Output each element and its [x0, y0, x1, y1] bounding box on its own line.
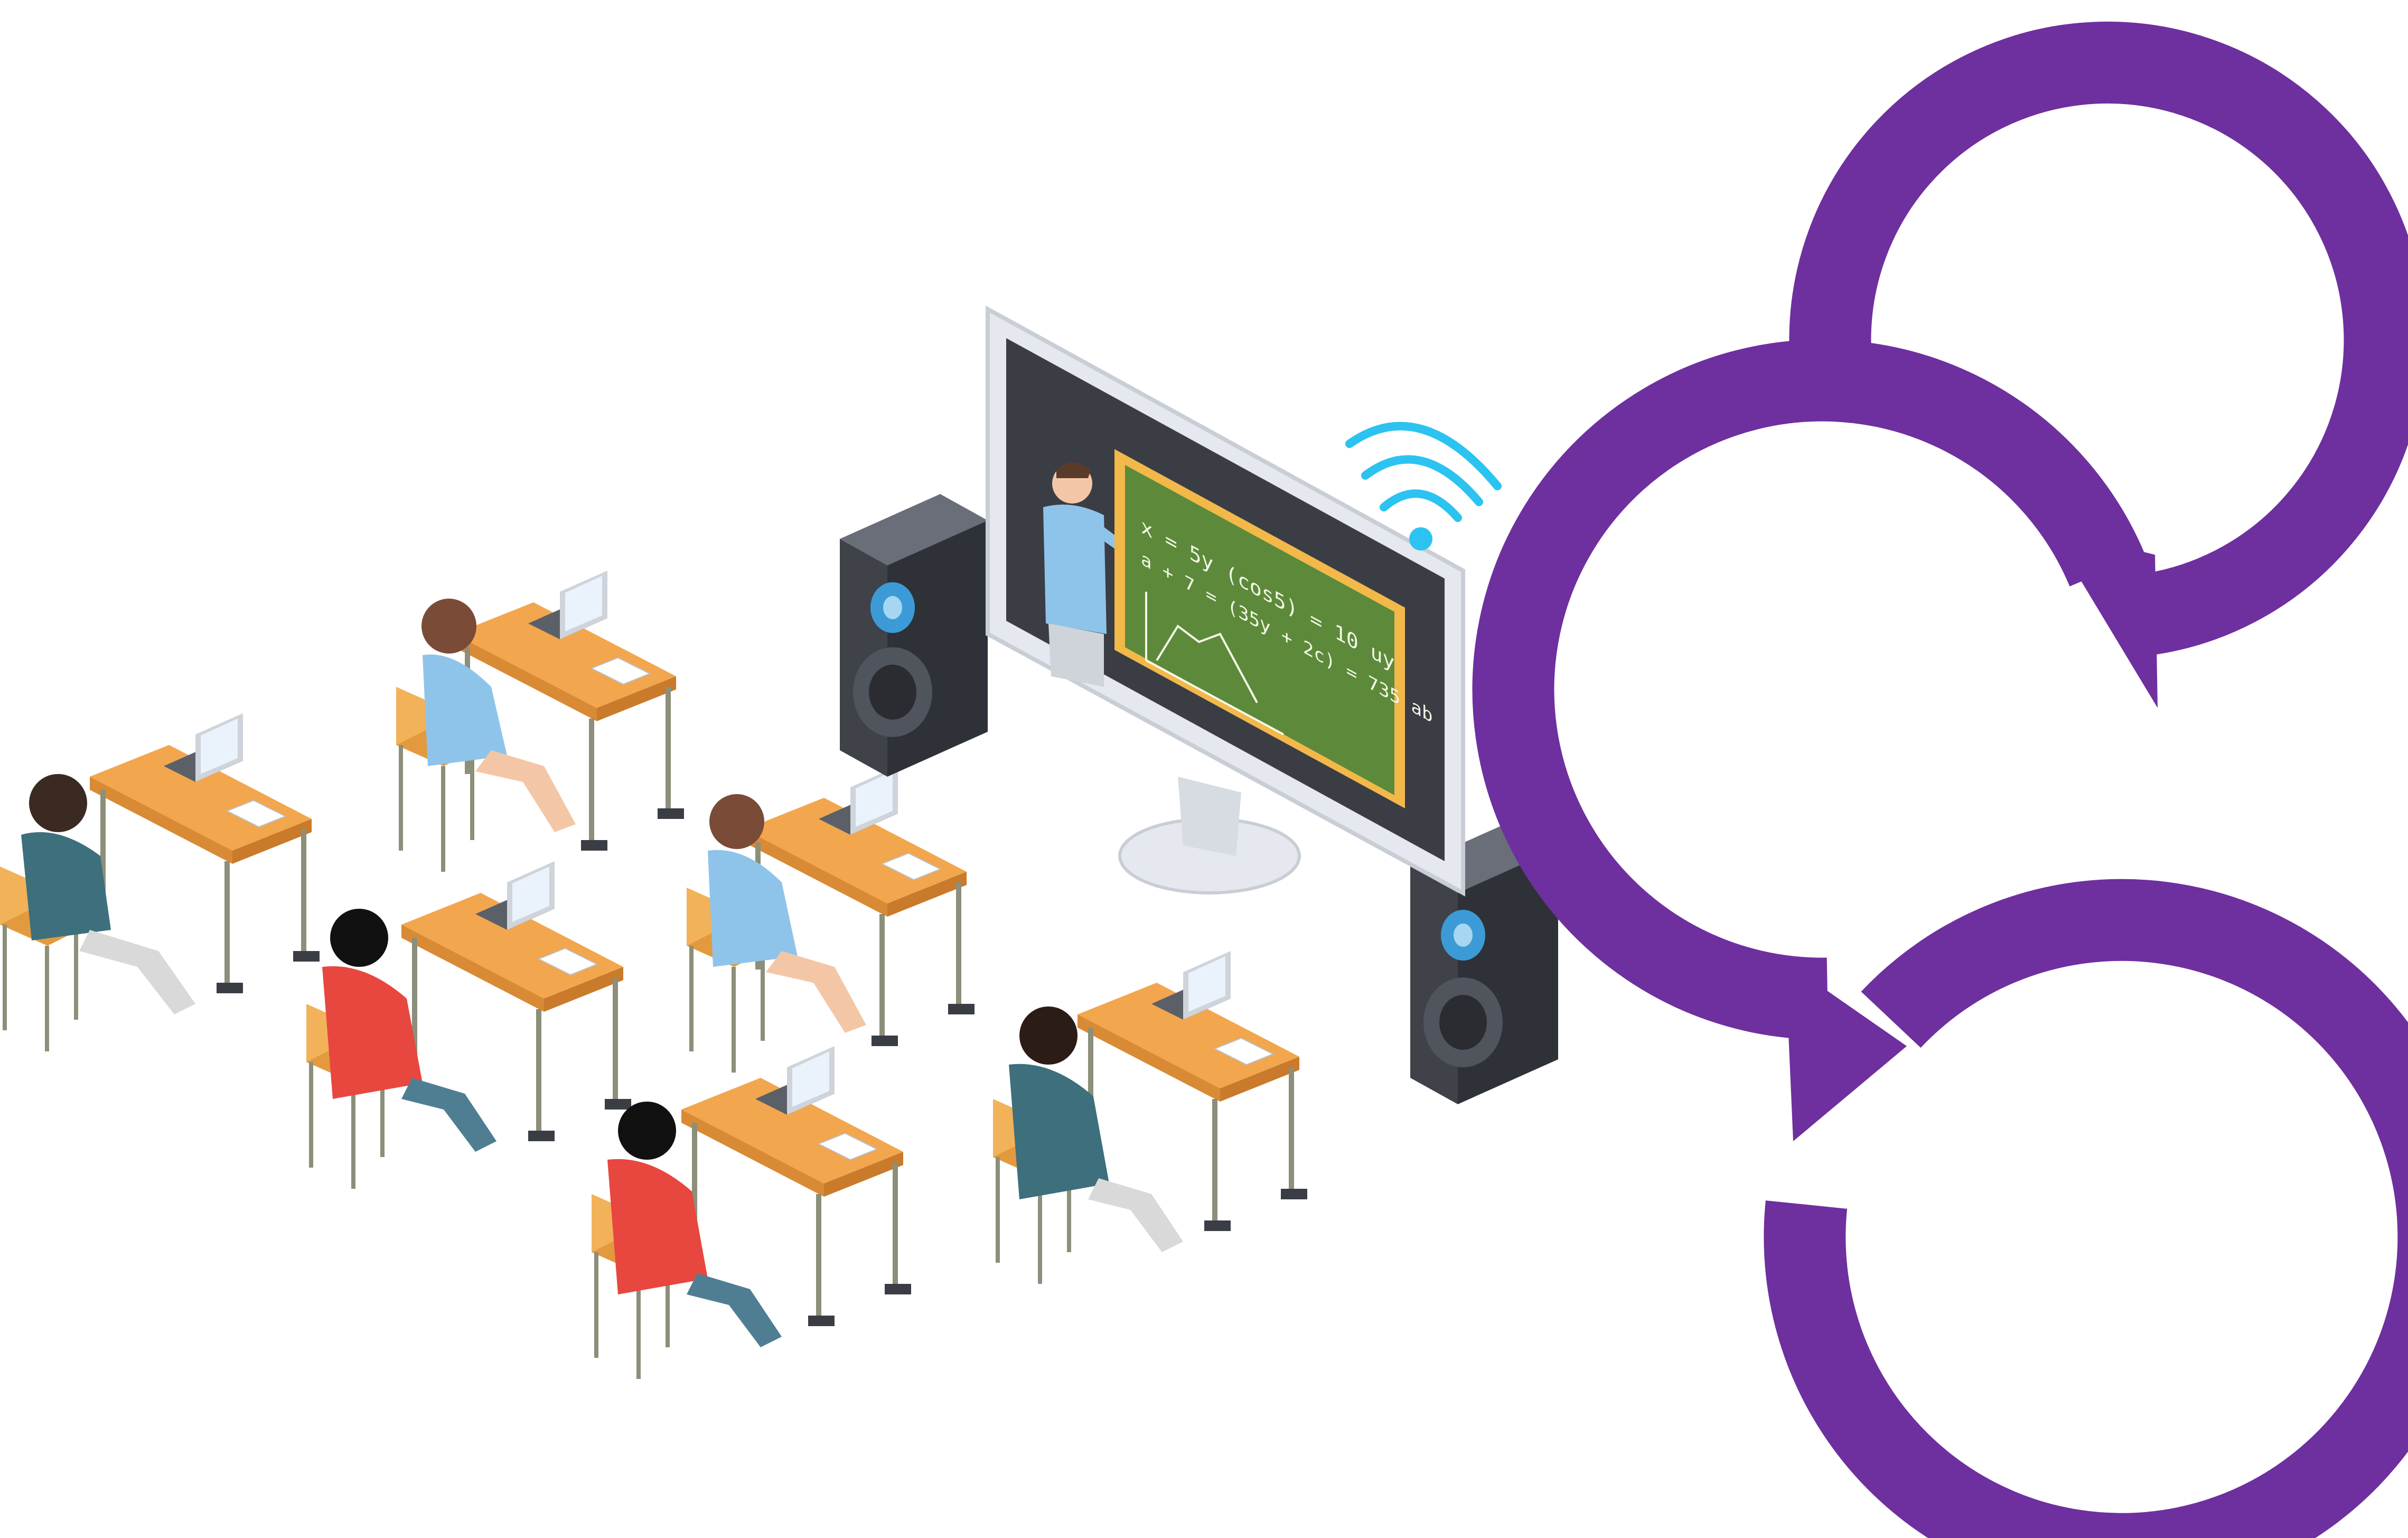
monitor: x = 5y (cos5) = 10 uy a + 7 = (35y + 2c)…	[986, 305, 1465, 897]
chalkboard-graph	[1145, 592, 1284, 735]
speaker-icon	[1423, 910, 1503, 1067]
student	[607, 1102, 782, 1347]
student	[21, 774, 195, 1014]
student	[708, 794, 866, 1033]
speaker-left	[840, 494, 988, 777]
cycle-arrows-icon	[1472, 21, 2408, 1538]
student	[1009, 1006, 1183, 1252]
student-desk-group	[0, 570, 1308, 1379]
wifi-icon	[1345, 422, 1502, 551]
student	[421, 599, 576, 832]
student	[322, 909, 496, 1152]
speaker-icon	[853, 582, 932, 737]
